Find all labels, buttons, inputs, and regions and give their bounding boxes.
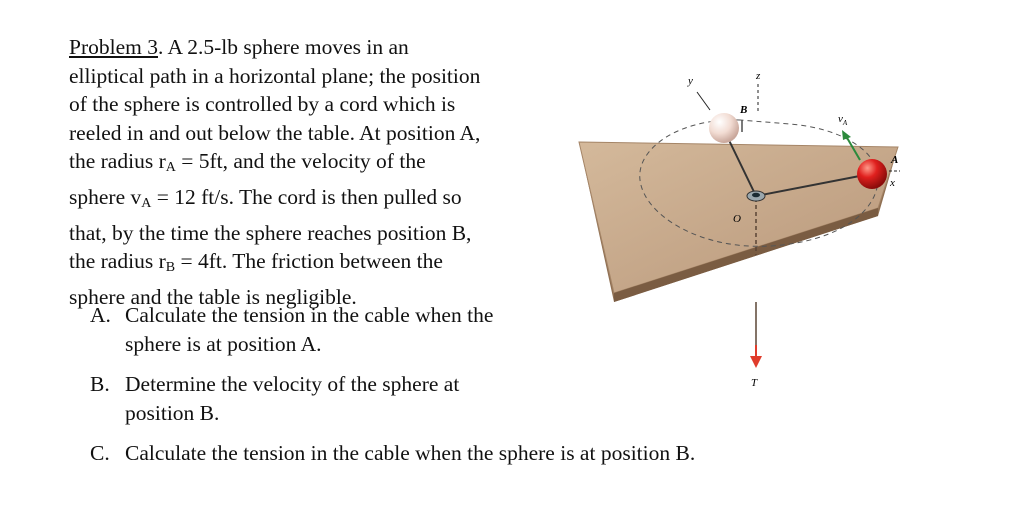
elliptical-path <box>639 119 879 247</box>
ra-value: = 5ft, and the velocity of the <box>175 149 426 174</box>
z-axis-label: z <box>755 70 761 82</box>
position-b-label: B <box>739 104 747 116</box>
question-text: Calculate the tension in the cable when … <box>125 441 696 465</box>
table-edge <box>614 208 878 302</box>
sphere-a <box>857 159 887 189</box>
sphere-b <box>709 113 739 143</box>
question-text: Determine the velocity of the sphere at <box>125 372 460 396</box>
question-letter: C. <box>90 441 110 465</box>
velocity-label: vA <box>838 113 848 127</box>
y-axis-label: y <box>687 75 693 87</box>
problem-label: Problem 3 <box>69 35 158 59</box>
question-letter: A. <box>90 303 111 327</box>
subscript-a: A <box>141 195 152 211</box>
problem-line-1: Problem 3. A 2.5-lb sphere moves in an <box>69 33 559 62</box>
problem-statement: Problem 3. A 2.5-lb sphere moves in an e… <box>69 33 559 311</box>
tension-label: T <box>751 377 758 389</box>
cord-to-a <box>755 173 871 197</box>
symbol-v: v <box>130 184 142 209</box>
rb-value: = 4ft. The friction between the <box>175 249 443 274</box>
problem-text-segment: . A 2.5-lb sphere moves in an <box>157 35 409 59</box>
subscript-b: B <box>165 260 176 276</box>
va-value: = 12 ft/s. The cord is then pulled so <box>151 184 462 209</box>
problem-text-segment: the radius <box>69 149 159 174</box>
problem-line-8: the radius rB = 4ft. The friction betwee… <box>69 247 559 283</box>
cord-to-b <box>725 133 757 197</box>
question-text: position B. <box>125 400 220 425</box>
question-text: sphere is at position A. <box>125 331 322 356</box>
y-axis-line <box>696 91 711 111</box>
symbol-r: r <box>158 149 166 174</box>
velocity-arrow-head <box>842 130 851 140</box>
subscript-a: A <box>165 160 176 176</box>
problem-line-6: sphere vA = 12 ft/s. The cord is then pu… <box>69 183 559 219</box>
question-letter: B. <box>90 372 110 396</box>
problem-line-2: elliptical path in a horizontal plane; t… <box>69 63 481 88</box>
sphere-on-table-figure: z y O T B vA A x <box>578 70 900 389</box>
position-a-label: A <box>890 154 898 166</box>
question-text: Calculate the tension in the cable when … <box>125 303 494 327</box>
problem-text-segment: sphere <box>69 184 131 209</box>
symbol-r: r <box>158 249 166 274</box>
velocity-arrow-shaft <box>845 135 861 161</box>
problem-line-4: reeled in and out below the table. At po… <box>69 120 481 145</box>
problem-line-3: of the sphere is controlled by a cord wh… <box>69 92 456 117</box>
problem-line-7: that, by the time the sphere reaches pos… <box>69 220 472 245</box>
problem-text-segment: the radius <box>69 249 159 274</box>
origin-label: O <box>733 213 741 225</box>
problem-line-9: sphere and the table is negligible. <box>69 284 357 309</box>
tension-arrow-head <box>750 356 762 368</box>
problem-line-5: the radius rA = 5ft, and the velocity of… <box>69 147 559 183</box>
table-hole <box>752 192 760 198</box>
x-axis-label: x <box>889 177 895 189</box>
